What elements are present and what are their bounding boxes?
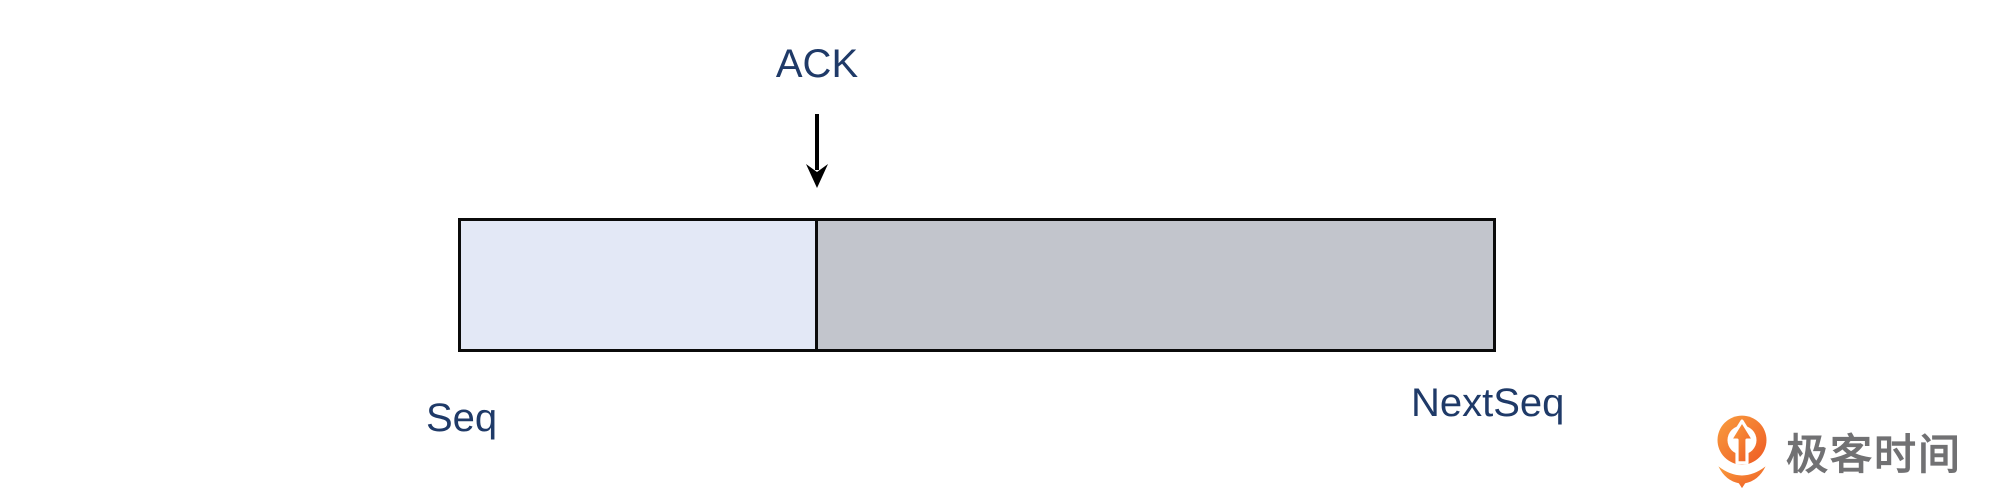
geektime-logo-icon (1717, 415, 1767, 489)
ack-down-arrow-icon (806, 114, 828, 188)
seq-label: Seq (426, 396, 498, 440)
nextseq-label: NextSeq (1411, 381, 1565, 425)
brand-text: 极客时间 (1786, 430, 1963, 478)
acknowledged-segment (461, 221, 819, 349)
ack-label: ACK (775, 42, 859, 86)
sequence-window-bar (458, 218, 1496, 352)
unacknowledged-segment (818, 221, 1493, 349)
geektime-watermark: 极客时间 (1708, 412, 1962, 490)
